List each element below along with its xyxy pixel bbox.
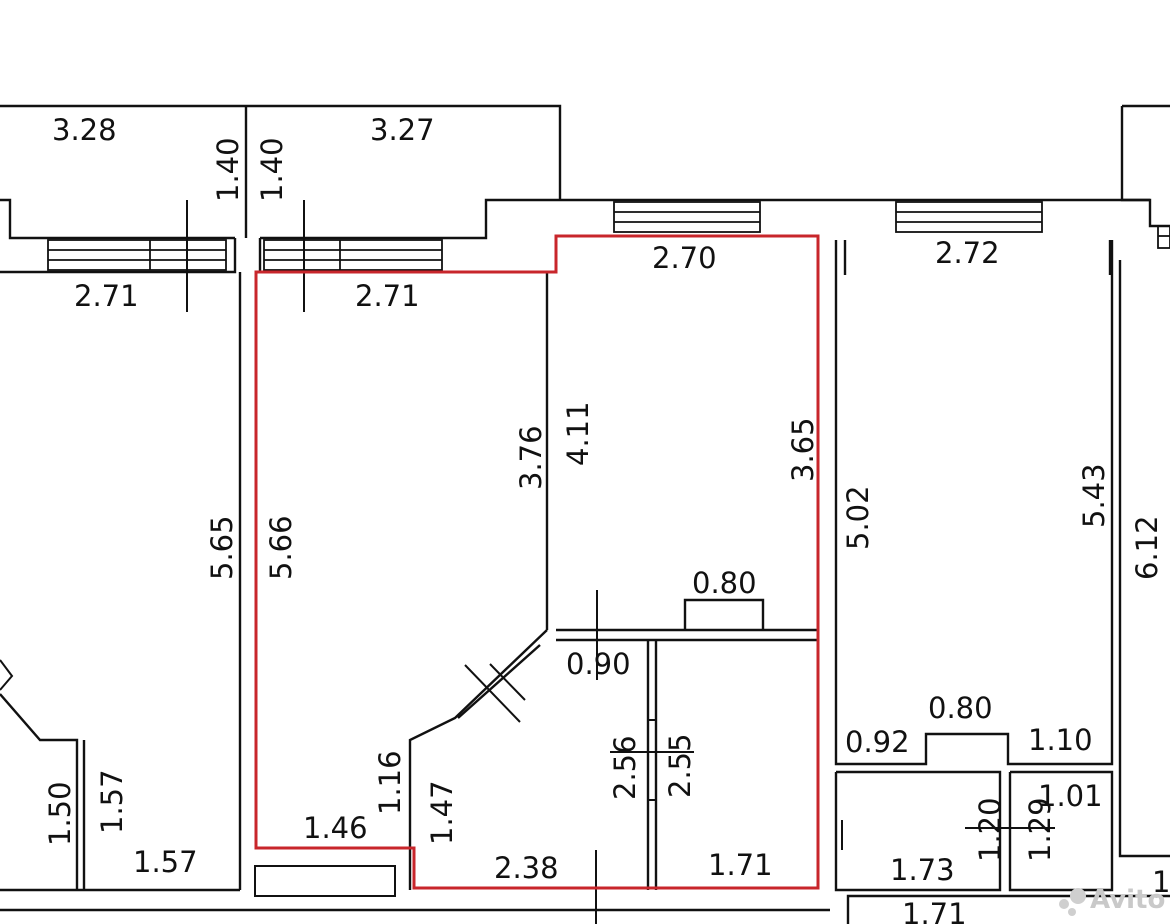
dim-bottom-right: 1.71: [902, 897, 967, 924]
dim-niche-right: 0.80: [928, 691, 993, 725]
dim-wc-bottom: 1.71: [708, 848, 773, 882]
highlighted-apartment-outline: [254, 234, 820, 890]
dim-right-corr: 1.10: [1028, 723, 1093, 757]
dim-wc-b: 2.55: [663, 733, 697, 798]
dim-room4-width: 2.72: [935, 236, 1000, 270]
dim-wc-a: 2.56: [608, 735, 642, 800]
dim-hall-bottom: 2.38: [494, 851, 559, 885]
right-rooms: [834, 240, 1170, 924]
window-5: [1157, 225, 1170, 249]
window-4: [895, 201, 1043, 233]
dim-room2-width: 2.71: [355, 279, 420, 313]
window-1: [47, 239, 227, 271]
dim-left-bottom: 1.57: [133, 845, 198, 879]
dim-top-mid: 3.27: [370, 113, 435, 147]
dim-top-left: 3.28: [52, 113, 117, 147]
dim-room5-length: 6.12: [1130, 515, 1164, 580]
left-rooms: [0, 659, 830, 912]
dim-room3-width: 2.70: [652, 241, 717, 275]
dim-niche-top: 0.80: [692, 566, 757, 600]
dim-room2-inner: 3.76: [514, 425, 548, 490]
dim-room4-right: 5.43: [1077, 463, 1111, 528]
dim-bath-bottom: 1.73: [890, 853, 955, 887]
dim-balcony-depth-right: 1.40: [255, 137, 289, 202]
dim-room4-left: 5.02: [841, 485, 875, 550]
dim-bath-h: 1.20: [973, 797, 1007, 862]
dim-room1-length: 5.65: [205, 515, 239, 580]
dim-room3-left: 4.11: [561, 401, 595, 466]
dim-hall-door: 0.90: [566, 647, 631, 681]
avito-watermark: Avito: [1059, 885, 1165, 916]
watermark-text: Avito: [1090, 885, 1165, 915]
dim-room2-bottom: 1.46: [303, 811, 368, 845]
interior-walls: [238, 272, 818, 924]
dim-room2-corner: 1.16: [373, 750, 407, 815]
dim-bath-w: 1.29: [1023, 797, 1057, 862]
dim-right-small: 0.92: [845, 725, 910, 759]
dim-room2-length: 5.66: [264, 515, 298, 580]
dim-room3-right: 3.65: [786, 417, 820, 482]
dim-left-small-b: 1.57: [95, 769, 129, 834]
dim-right-corr-b: 1.01: [1038, 779, 1103, 813]
balconies: [0, 104, 1170, 240]
window-3: [613, 201, 761, 233]
front-wall: [0, 198, 1170, 312]
window-2: [263, 239, 443, 271]
dim-room1-width: 2.71: [74, 279, 139, 313]
dim-edge-cut: 1.: [1152, 865, 1170, 899]
dim-hall-left: 1.47: [425, 780, 459, 845]
dim-balcony-depth-left: 1.40: [211, 137, 245, 202]
dim-left-small-a: 1.50: [43, 781, 77, 846]
